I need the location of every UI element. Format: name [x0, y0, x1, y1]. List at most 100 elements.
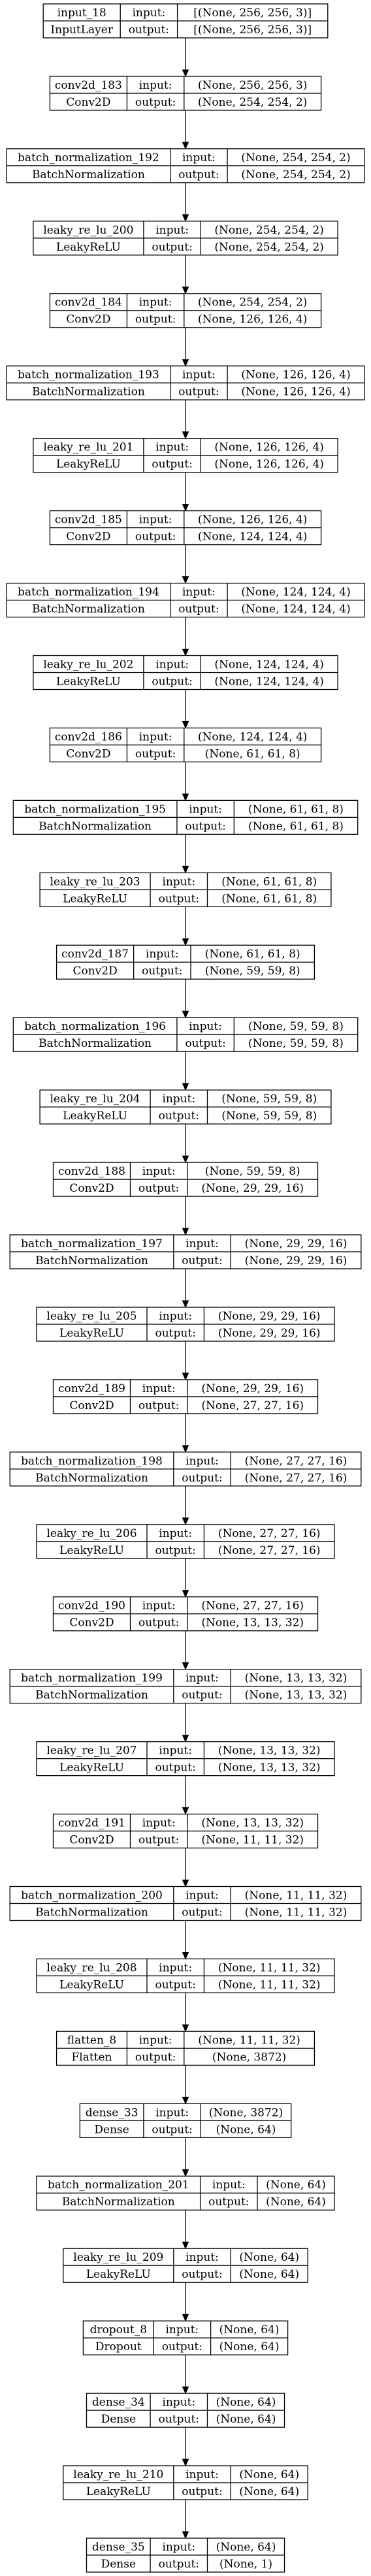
- output-label: output:: [185, 820, 225, 833]
- arrow-head: [182, 576, 189, 584]
- input-shape: (None, 59, 59, 8): [221, 1093, 317, 1106]
- output-label: output:: [159, 1110, 199, 1123]
- layer-type: Conv2D: [69, 1399, 114, 1412]
- layer-name: leaky_re_lu_204: [50, 1093, 140, 1106]
- arrow-head: [182, 1300, 189, 1309]
- layer-name: batch_normalization_200: [21, 1889, 163, 1902]
- arrow-head: [182, 2386, 189, 2395]
- output-label: output:: [152, 675, 192, 688]
- output-shape: (None, 3872): [212, 2051, 286, 2064]
- layer-node: leaky_re_lu_203LeakyReLUinput:output:(No…: [39, 872, 332, 907]
- input-shape: (None, 254, 254, 2): [214, 224, 324, 237]
- output-label: output:: [185, 1037, 225, 1050]
- layer-name: leaky_re_lu_207: [46, 1745, 137, 1758]
- input-shape: (None, 64): [239, 2468, 299, 2481]
- layer-type: Conv2D: [69, 1834, 114, 1847]
- layer-type: BatchNormalization: [39, 820, 152, 833]
- layer-name: dropout_8: [90, 2323, 147, 2336]
- output-label: output:: [152, 458, 192, 471]
- input-label: input:: [146, 948, 179, 961]
- layer-name: dense_33: [86, 2106, 138, 2119]
- output-shape: (None, 64): [216, 2413, 276, 2426]
- layer-name: batch_normalization_194: [18, 585, 159, 598]
- edge-arrow: [182, 2427, 189, 2467]
- layer-name: conv2d_189: [58, 1382, 125, 1395]
- output-label: output:: [159, 2558, 199, 2571]
- output-label: output:: [159, 2413, 199, 2426]
- input-label: input:: [212, 2179, 246, 2192]
- output-shape: (None, 254, 254, 2): [214, 241, 324, 254]
- arrow-head: [182, 1228, 189, 1236]
- layer-node: leaky_re_lu_205LeakyReLUinput:output:(No…: [36, 1307, 335, 1342]
- layer-name: leaky_re_lu_200: [43, 224, 133, 237]
- arrow-head: [182, 1083, 189, 1091]
- layer-type: Conv2D: [69, 1182, 114, 1195]
- input-label: input:: [186, 2468, 219, 2481]
- input-shape: (None, 124, 124, 4): [198, 730, 308, 743]
- input-label: input:: [162, 1093, 195, 1106]
- input-label: input:: [186, 1672, 219, 1685]
- layer-name: conv2d_184: [55, 296, 122, 309]
- layer-type: Flatten: [71, 2051, 112, 2064]
- input-label: input:: [159, 1527, 192, 1540]
- layer-node: batch_normalization_198BatchNormalizatio…: [9, 1451, 362, 1487]
- input-label: input:: [142, 1817, 176, 1830]
- edge-arrow: [182, 399, 189, 439]
- arrow-head: [182, 1590, 189, 1598]
- output-shape: (None, 126, 126, 4): [241, 386, 351, 399]
- input-label: input:: [142, 1165, 176, 1178]
- input-shape: (None, 29, 29, 16): [201, 1382, 304, 1395]
- output-label: output:: [138, 1617, 179, 1630]
- layer-name: batch_normalization_198: [21, 1455, 163, 1468]
- layer-node: leaky_re_lu_209LeakyReLUinput:output:(No…: [63, 2248, 308, 2283]
- input-shape: (None, 3872): [209, 2106, 283, 2119]
- output-shape: (None, 254, 254, 2): [198, 96, 308, 109]
- arrow-head: [182, 1662, 189, 1670]
- layer-type: LeakyReLU: [59, 1544, 124, 1557]
- layer-type: Conv2D: [66, 96, 110, 109]
- arrow-head: [182, 1951, 189, 1960]
- output-shape: (None, 11, 11, 32): [245, 1906, 347, 1919]
- output-shape: (None, 29, 29, 16): [218, 1327, 321, 1340]
- layer-type: BatchNormalization: [35, 1472, 148, 1485]
- output-label: output:: [182, 1906, 222, 1919]
- layer-name: leaky_re_lu_206: [46, 1527, 137, 1540]
- input-shape: (None, 59, 59, 8): [205, 1165, 300, 1178]
- input-shape: (None, 13, 13, 32): [218, 1745, 321, 1758]
- arrow-head: [182, 69, 189, 78]
- input-label: input:: [139, 2034, 172, 2047]
- edge-arrow: [182, 1630, 189, 1670]
- output-shape: (None, 64): [216, 2123, 276, 2136]
- layer-name: dense_35: [92, 2541, 145, 2554]
- layer-type: LeakyReLU: [59, 1978, 124, 1991]
- edge-arrow: [182, 1051, 189, 1091]
- layer-type: LeakyReLU: [86, 2485, 151, 2498]
- output-label: output:: [155, 1978, 195, 1991]
- output-label: output:: [152, 2123, 192, 2136]
- output-label: output:: [129, 23, 169, 37]
- arrow-head: [182, 1517, 189, 1526]
- layer-type: LeakyReLU: [59, 1327, 124, 1340]
- arrow-head: [182, 2169, 189, 2177]
- arrow-head: [182, 938, 189, 946]
- output-shape: (None, 64): [239, 2485, 299, 2498]
- layer-node: batch_normalization_196BatchNormalizatio…: [12, 1017, 359, 1052]
- layer-node: leaky_re_lu_210LeakyReLUinput:output:(No…: [63, 2465, 308, 2500]
- edge-arrow: [182, 834, 189, 874]
- output-shape: (None, 126, 126, 4): [198, 313, 308, 326]
- layer-name: leaky_re_lu_210: [73, 2468, 163, 2481]
- input-label: input:: [186, 1237, 219, 1250]
- output-shape: (None, 124, 124, 4): [241, 602, 351, 615]
- arrow-head: [182, 1155, 189, 1164]
- input-shape: (None, 29, 29, 16): [245, 1237, 347, 1250]
- layer-node: leaky_re_lu_200LeakyReLUinput:output:(No…: [33, 221, 338, 256]
- edge-arrow: [182, 979, 189, 1019]
